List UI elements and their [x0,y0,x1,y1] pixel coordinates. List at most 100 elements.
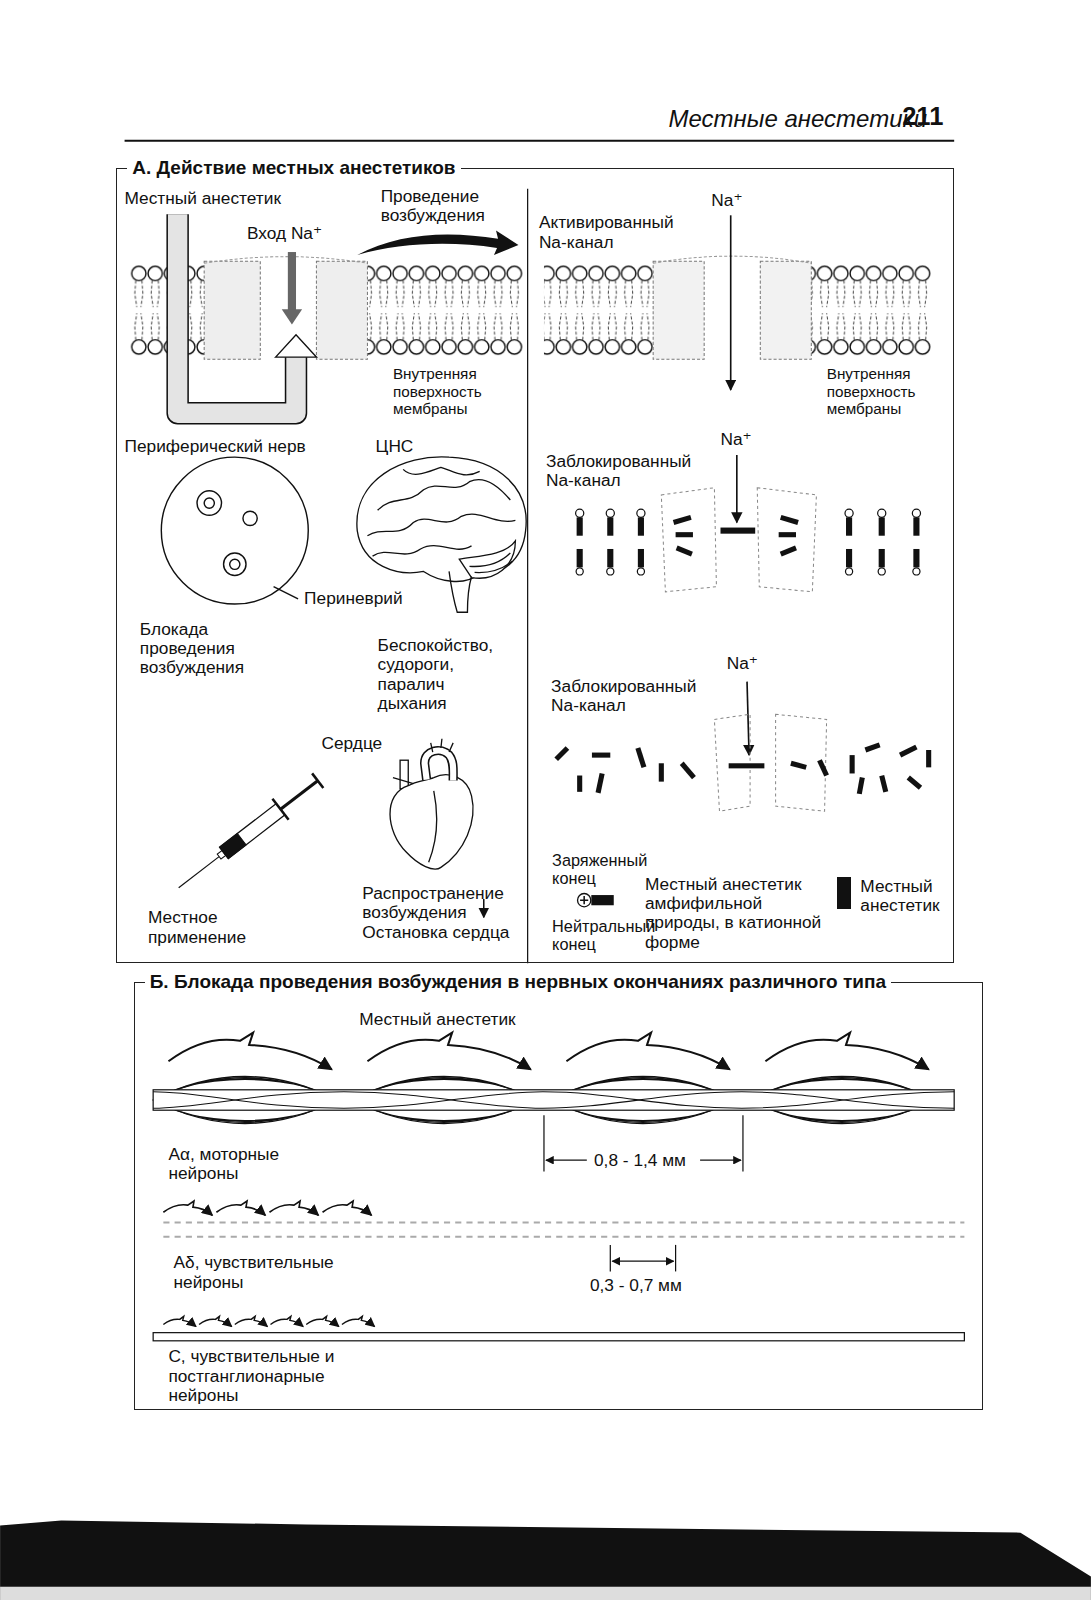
label: ЦНС [376,437,414,456]
blocked-channel [637,509,645,517]
activated-channel [760,261,811,359]
label: Na⁺ [727,654,758,673]
blocked-channel-2 [882,776,886,792]
dimension-line [700,1160,741,1161]
label: Блокада проведения возбуждения [140,620,273,678]
blocked-channel [576,455,921,592]
panel-frame: Б. Блокада проведения возбуждения в нерв… [134,982,983,1411]
myelinated-fiber [153,1090,954,1110]
nerve-cross-section [197,491,221,515]
blocked-channel [576,509,921,575]
membrane-anesthetic-entry [276,335,317,357]
label: Местный анестетик [359,1010,515,1029]
label: 211 [902,102,943,131]
blocked-channel [676,532,693,537]
label: Беспокойство, судороги, паралич дыхания [378,636,506,713]
blocked-channel [607,568,614,575]
blocked-channel-2 [819,760,826,775]
label: Заблокированный Na-канал [551,677,725,716]
nerve-cross-section [274,587,298,599]
nerve-cross-section [161,457,308,604]
blocked-channel [846,549,852,567]
blocked-channel-2 [850,755,855,773]
label: Внутренняя поверхность мембраны [393,365,507,416]
blocked-channel-2 [908,778,920,788]
blocked-channel [879,549,885,567]
label: Активированный Na-канал [539,213,702,252]
dimension-line [610,1245,611,1272]
blocked-channel [607,549,613,567]
blocked-channel [846,517,852,535]
panel-heading: Б. Блокада проведения возбуждения в нерв… [145,971,891,994]
brain [403,467,480,475]
label: C, чувствительные и постганглионарные не… [168,1347,342,1405]
blocked-channel [878,568,885,575]
nerve-cross-section [230,559,240,569]
neutral-end [591,895,613,905]
brain [357,457,526,582]
charged-end [580,896,588,904]
blocked-channel [577,517,920,567]
blocked-channel [912,509,920,517]
dimension-line [544,1115,743,1271]
dimension-line [543,1115,544,1171]
blocked-channel [781,548,796,554]
myelinated-fiber [153,1092,954,1108]
brain [459,541,515,578]
blocked-channel [779,532,796,537]
label: 0,8 - 1,4 мм [594,1151,686,1170]
blocked-channel-2 [729,763,765,768]
brain [469,553,512,573]
syringe [179,857,219,888]
label: Нейтральный конец [552,917,659,954]
blocked-channel [674,517,691,522]
label: Распространение возбуждения [362,884,525,923]
thin-myelinated-fiber [323,1201,372,1215]
unmyelinated-fiber [153,1333,964,1341]
heart [393,739,453,862]
membrane-anesthetic-entry [367,265,522,355]
blocked-channel [846,568,853,575]
blocked-channel-2 [926,750,931,767]
membrane-anesthetic-entry [204,261,260,359]
heart [400,760,408,789]
blocked-channel-2 [659,763,664,781]
heart [425,751,454,781]
membrane-anesthetic-entry [204,257,367,264]
scan-edge [0,1587,1091,1600]
label: Местный анестетик [125,189,281,208]
thin-myelinated-fiber [269,1201,318,1215]
label: Сердце [322,734,383,753]
blocked-channel [661,488,716,592]
blocked-channel [879,517,885,535]
nerve-cross-section [224,553,246,575]
thin-myelinated-fiber [163,1201,964,1237]
label: Остановка сердца [362,923,509,942]
label: 0,3 - 0,7 мм [590,1276,682,1295]
unmyelinated-fiber [199,1316,232,1326]
unmyelinated-fiber [271,1316,304,1326]
blocked-channel [576,568,583,575]
blocked-channel [577,517,583,535]
blocked-channel-2 [747,682,749,755]
unmyelinated-fiber [342,1316,375,1326]
blocked-channel-2 [791,763,806,767]
blocked-channel [607,517,613,535]
blocked-channel-2 [865,745,879,750]
heart [425,751,454,781]
label: Периневрий [304,589,403,608]
nerve-cross-section [204,498,214,508]
activated-channel [653,261,704,359]
label: Заряженный конец [552,851,654,888]
panel-heading: А. Действие местных анестетиков [127,157,460,180]
dimension-line [675,1245,676,1272]
blocked-channel-2 [592,753,610,758]
legend-swatch [837,877,851,910]
brain [449,571,471,612]
blocked-channel [845,509,853,517]
blocked-channel [878,509,886,517]
label: Проведение возбуждения [381,187,524,226]
scan-edge [0,1520,1091,1600]
amphiphilic-symbol [576,892,617,908]
unmyelinated-fiber [153,1316,964,1340]
